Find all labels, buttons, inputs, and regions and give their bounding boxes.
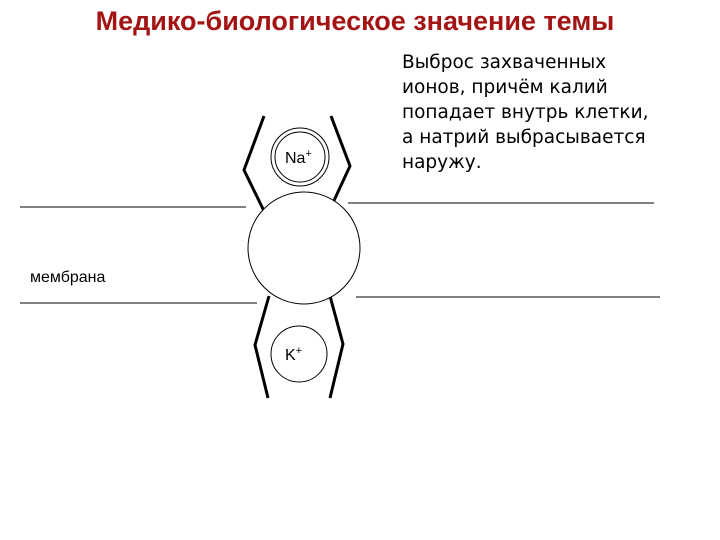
sodium-ion-label: Na+ bbox=[285, 148, 312, 167]
lower-channel-right-wall bbox=[328, 295, 345, 399]
sodium-ion-inner-ring bbox=[274, 131, 326, 183]
potassium-ion-circle bbox=[270, 325, 328, 383]
slide-title: Медико-биологическое значение темы bbox=[95, 6, 615, 36]
potassium-ion-charge: + bbox=[296, 345, 302, 357]
membrane-label: мембрана bbox=[30, 269, 106, 286]
upper-channel-left-wall bbox=[242, 115, 266, 212]
potassium-ion-symbol: K bbox=[285, 347, 296, 364]
lower-channel-left-wall bbox=[253, 295, 271, 399]
sodium-ion-outer-ring bbox=[270, 127, 330, 187]
sodium-ion-symbol: Na bbox=[285, 150, 306, 167]
sodium-ion-charge: + bbox=[305, 148, 311, 160]
upper-channel-right-wall bbox=[329, 115, 352, 208]
description-text: Выброс захваченных ионов, причём калий п… bbox=[402, 52, 649, 173]
carrier-protein-circle bbox=[247, 191, 361, 305]
potassium-ion-label: K+ bbox=[285, 345, 302, 364]
